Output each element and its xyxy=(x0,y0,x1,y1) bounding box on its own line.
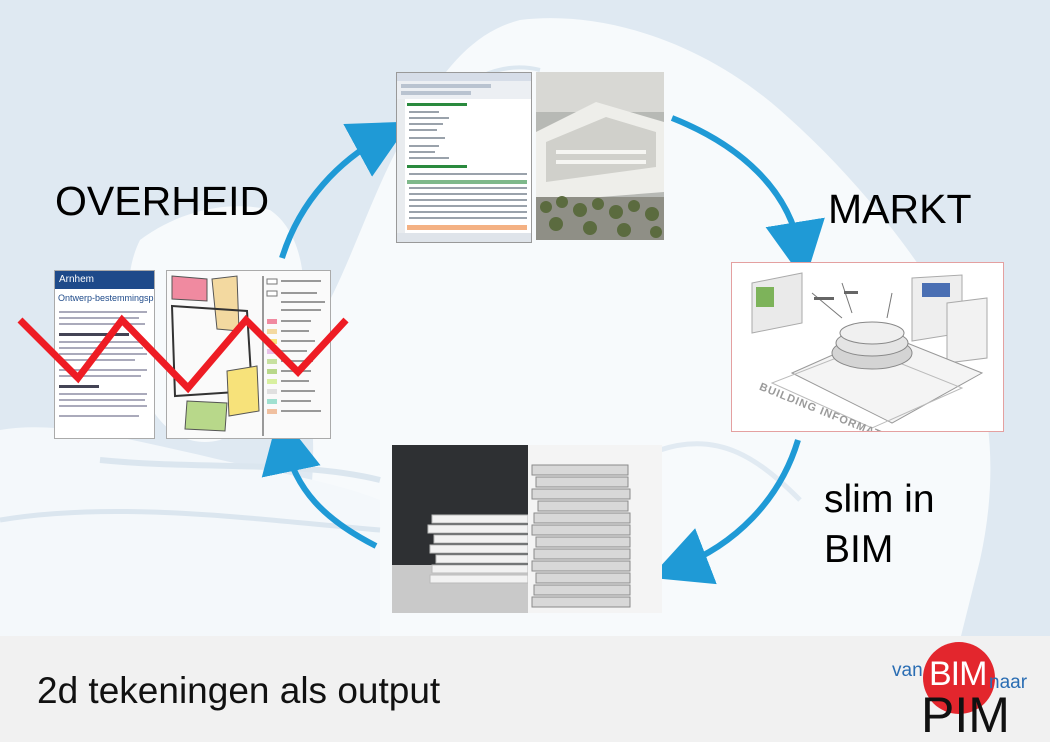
arrow-overheid-to-markt xyxy=(279,121,411,259)
paper-stacks-image xyxy=(392,445,662,613)
arrow-drawings-to-overheid xyxy=(261,412,378,549)
spreadsheet-image xyxy=(397,73,531,242)
bim-illustration: BUILDING INFORMATION MODELLING xyxy=(731,262,1004,432)
paper-stacks-photo xyxy=(392,445,662,613)
footer-caption: 2d tekeningen als output xyxy=(37,670,441,711)
spreadsheet-thumbnail xyxy=(396,72,532,243)
document-org: Arnhem xyxy=(59,274,95,285)
footer-bar xyxy=(0,636,1050,742)
logo-van: van xyxy=(892,660,923,681)
logo-naar: naar xyxy=(989,672,1028,693)
zoning-map-image xyxy=(167,271,330,438)
architecture-model-image xyxy=(536,72,664,240)
architecture-model-photo xyxy=(536,72,664,240)
overheid-label: OVERHEID xyxy=(55,178,270,224)
arrow-markt-to-bim xyxy=(670,115,825,282)
arrow-bim-to-drawings xyxy=(650,439,801,585)
slim-label-line2: BIM xyxy=(824,528,894,571)
zoning-map-thumbnail xyxy=(166,270,331,439)
document-text-lines xyxy=(59,311,147,417)
bim-model-image xyxy=(732,263,1003,431)
markt-label: MARKT xyxy=(828,186,972,232)
logo-red-circle xyxy=(923,642,995,714)
slim-label-line1: slim in xyxy=(824,478,935,521)
logo-bim: BIM xyxy=(929,655,987,693)
document-header-bar xyxy=(55,271,154,289)
van-bim-naar-pim-logo: van BIM naar PIM xyxy=(880,638,1045,742)
document-title: Ontwerp-bestemmingsplan xyxy=(58,293,155,303)
logo-pim: PIM xyxy=(921,687,1010,742)
